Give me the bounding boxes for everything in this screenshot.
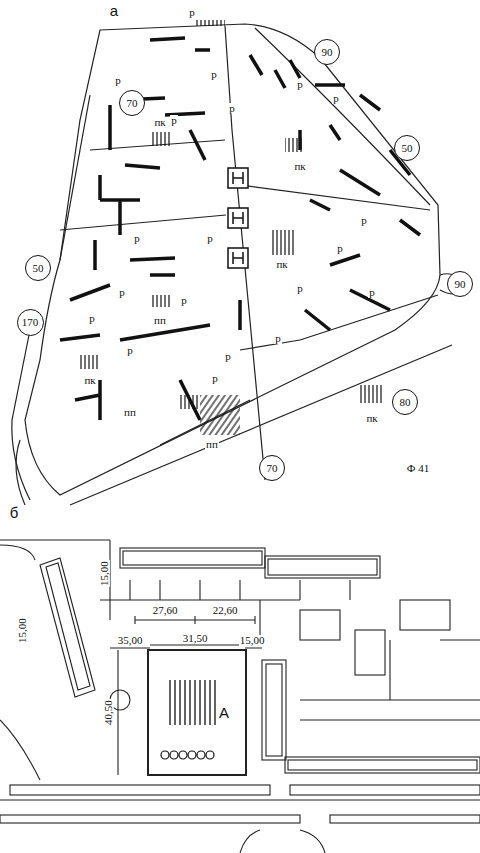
parking-areas: [80, 20, 382, 409]
map-symbol-label: р: [126, 345, 134, 356]
map-symbol-label: пк: [83, 375, 96, 386]
circled-number: 50: [25, 255, 51, 281]
map-symbol-label: р: [274, 333, 282, 344]
panel-letter: А: [218, 705, 230, 720]
square-buildings: [228, 168, 248, 268]
number-text: 70: [127, 98, 138, 109]
number-text: 90: [455, 279, 466, 290]
circled-number: 170: [17, 309, 44, 336]
map-symbol-label: пп: [123, 407, 137, 418]
map-symbol-label: р: [296, 79, 304, 90]
roads: [12, 24, 470, 505]
number-text: 90: [322, 47, 333, 58]
number-text: 170: [22, 317, 39, 328]
dimension-label: 27,60: [152, 605, 179, 616]
panel-letter: а: [109, 3, 119, 18]
number-text: 80: [400, 397, 411, 408]
map-symbol-label: р: [296, 283, 304, 294]
map-symbol-label: пк: [153, 117, 166, 128]
dimension-label: 40,50: [103, 699, 114, 726]
map-symbol-label: р: [133, 233, 141, 244]
map-symbol-label: пп: [153, 315, 167, 326]
map-symbol-label: р: [211, 373, 219, 384]
map-symbol-label: р: [88, 313, 96, 324]
panel-letter: б: [9, 505, 20, 520]
map-symbol-label: пп: [205, 439, 219, 450]
map-symbol-label: р: [336, 243, 344, 254]
map-symbol-label: р: [170, 115, 178, 126]
map-symbol-label: Ф 41: [406, 463, 430, 474]
map-symbol-label: пк: [275, 259, 288, 270]
map-symbol-label: пк: [365, 413, 378, 424]
circled-number: 90: [314, 39, 340, 65]
map-symbol-label: р: [206, 233, 214, 244]
map-symbol-label: р: [368, 287, 376, 298]
number-text: 50: [33, 263, 44, 274]
plan-b-drawing: [0, 540, 480, 853]
number-text: 50: [402, 143, 413, 154]
circled-number: 90: [447, 271, 473, 297]
crosswalks: [200, 395, 240, 435]
buildings: [60, 38, 420, 420]
dimension-label: 22,60: [212, 605, 239, 616]
map-symbol-label: р: [228, 103, 236, 114]
map-symbol-label: р: [224, 351, 232, 362]
stairs-hatching: [170, 680, 215, 725]
dimension-label: 15,00: [239, 635, 266, 646]
map-symbol-label: р: [332, 93, 340, 104]
dimension-label: 15,00: [17, 617, 28, 644]
dimension-label: 15,00: [99, 560, 110, 587]
circled-number: 80: [392, 389, 418, 415]
map-symbol-label: р: [360, 215, 368, 226]
tree-row: [161, 751, 214, 759]
map-symbol-label: р: [114, 75, 122, 86]
dimension-label: 35,00: [117, 635, 144, 646]
map-symbol-label: пк: [293, 161, 306, 172]
dimension-label: 31,50: [182, 633, 209, 644]
map-symbol-label: р: [118, 287, 126, 298]
circled-number: 70: [259, 455, 285, 481]
circled-number: 70: [119, 90, 145, 116]
circled-number: 50: [394, 135, 420, 161]
number-text: 70: [267, 463, 278, 474]
map-symbol-label: р: [188, 7, 196, 18]
map-symbol-label: р: [210, 69, 218, 80]
map-symbol-label: р: [180, 295, 188, 306]
